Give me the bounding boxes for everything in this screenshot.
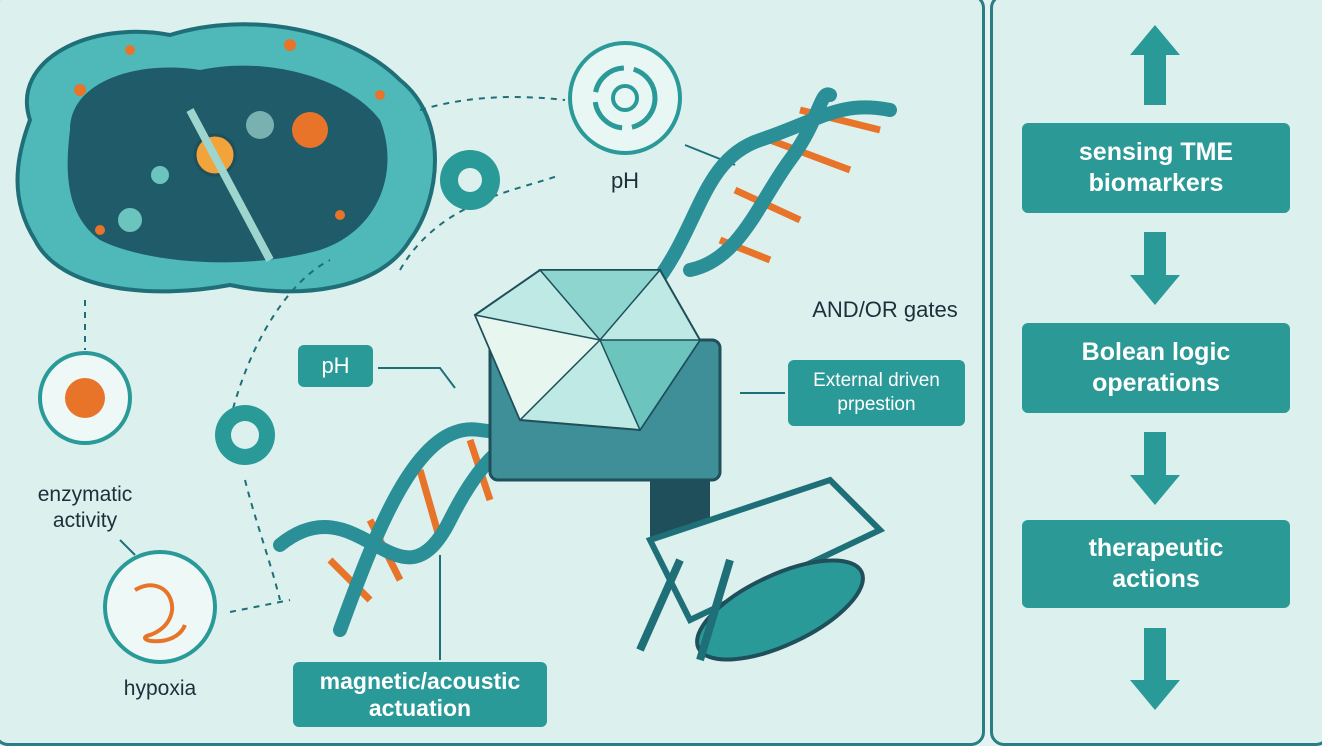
dna-origami-device <box>473 269 722 482</box>
step-sensing: sensing TME biomarkers <box>1022 123 1290 213</box>
step-therapeutic: therapeutic actions <box>1022 520 1290 608</box>
and-or-gates-label: AND/OR gates <box>812 297 958 322</box>
enzymatic-activity-label: enzymatic activity <box>20 482 150 534</box>
ph-box: pH <box>298 345 373 387</box>
magnetic-acoustic-box: magnetic/acoustic actuation <box>293 662 547 727</box>
enzyme-icon <box>38 351 132 445</box>
gear-icon <box>215 150 500 465</box>
ph-label: pH <box>610 168 640 193</box>
ph-sensor-icon <box>568 41 682 155</box>
actuator-illustration <box>636 476 886 662</box>
hypoxia-icon <box>103 550 217 664</box>
enzymatic-line1: enzymatic <box>37 483 133 506</box>
hypoxia-label: hypoxia <box>123 677 197 700</box>
enzymatic-line2: activity <box>52 509 118 532</box>
tumor-cell-illustration <box>15 22 437 294</box>
external-driven-box: External driven prpestion <box>788 360 965 426</box>
flow-arrows <box>1130 25 1180 710</box>
step-boolean-logic: Bolean logic operations <box>1022 323 1290 413</box>
